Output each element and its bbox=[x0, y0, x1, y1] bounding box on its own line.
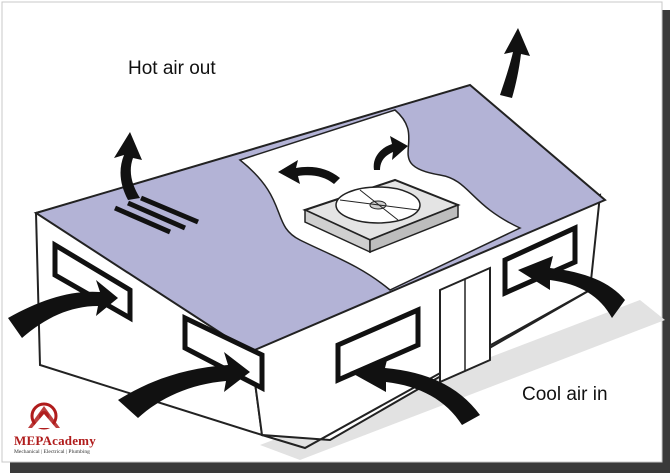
gear-house-logo-icon bbox=[28, 402, 60, 430]
logo-tagline: Mechanical | Electrical | Plumbing bbox=[14, 449, 90, 455]
hot-air-arrow-top-left bbox=[114, 132, 142, 200]
cool-air-arrow-left bbox=[8, 280, 118, 338]
cool-air-arrow-front-left bbox=[118, 352, 250, 418]
vent-front-middle bbox=[335, 306, 421, 384]
vent-front-right bbox=[502, 224, 578, 297]
attic-fan bbox=[302, 178, 461, 254]
cool-air-arrow-right bbox=[518, 256, 625, 318]
cool-air-arrow-front-middle bbox=[350, 356, 480, 425]
hot-air-arrow-top-right bbox=[500, 28, 530, 98]
ridge-vent bbox=[114, 195, 199, 235]
hot-air-arrow-fan-right bbox=[373, 136, 408, 170]
hot-air-arrow-fan-left bbox=[278, 160, 340, 184]
hot-air-out-label: Hot air out bbox=[128, 58, 216, 79]
cool-air-in-label: Cool air in bbox=[522, 384, 608, 405]
logo-brand-name: MEPAcademy bbox=[14, 433, 96, 448]
front-wall-base bbox=[261, 289, 591, 450]
